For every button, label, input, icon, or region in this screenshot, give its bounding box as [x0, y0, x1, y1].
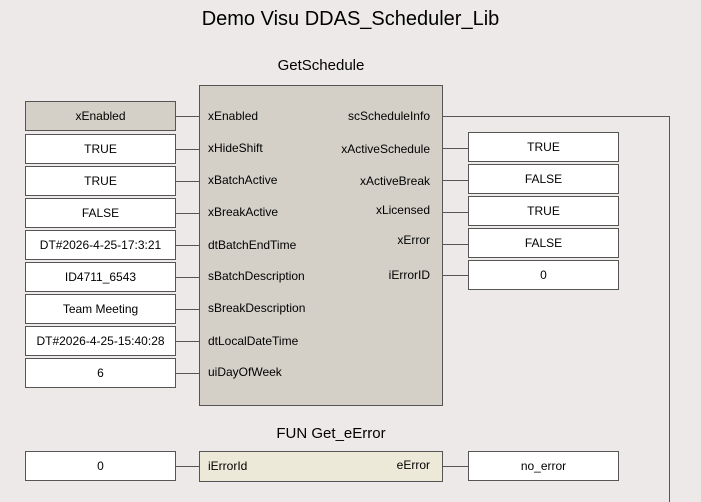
pin-xlicensed: xLicensed — [375, 203, 430, 217]
wire — [175, 309, 199, 310]
pin-xerror: xError — [397, 233, 430, 247]
wire — [175, 466, 199, 467]
wire — [443, 466, 469, 467]
xbreakactive-input[interactable]: FALSE — [25, 198, 176, 228]
wire — [443, 148, 469, 149]
wire-scheduleinfo — [443, 116, 670, 117]
wire — [175, 149, 199, 150]
page-title: Demo Visu DDAS_Scheduler_Lib — [201, 8, 500, 30]
wire — [175, 213, 199, 214]
sbreakdescription-input[interactable]: Team Meeting — [25, 294, 176, 324]
dtbatchendtime-input[interactable]: DT#2026-4-25-17:3:21 — [25, 230, 176, 260]
wire — [175, 245, 199, 246]
pin-xenabled: xEnabled — [208, 109, 259, 123]
eerror-output: no_error — [468, 451, 619, 481]
get-eerror-title: FUN Get_eError — [276, 425, 386, 442]
pin-sbreakdescription: sBreakDescription — [208, 301, 306, 315]
xhideshift-input[interactable]: TRUE — [25, 134, 176, 164]
wire — [443, 244, 469, 245]
xerror-output: FALSE — [468, 228, 619, 258]
pin-xactiveschedule: xActiveSchedule — [341, 142, 430, 156]
pin-dtbatchendtime: dtBatchEndTime — [208, 238, 297, 252]
xbatchactive-input[interactable]: TRUE — [25, 166, 176, 196]
wire — [175, 116, 199, 117]
wire — [443, 180, 469, 181]
ierrorid-output: 0 — [468, 260, 619, 290]
getschedule-block — [199, 85, 443, 406]
pin-xactivebreak: xActiveBreak — [359, 174, 430, 188]
wire — [443, 275, 469, 276]
ierrorid-input[interactable]: 0 — [25, 451, 176, 481]
wire — [175, 341, 199, 342]
wire — [175, 181, 199, 182]
sbatchdescription-input[interactable]: ID4711_6543 — [25, 262, 176, 292]
xactiveschedule-output: TRUE — [468, 132, 619, 162]
uidayofweek-input[interactable]: 6 — [25, 358, 176, 388]
pin-xhideshift: xHideShift — [208, 141, 263, 155]
xactivebreak-output: FALSE — [468, 164, 619, 194]
pin-ierrorid-in: iErrorId — [208, 459, 248, 473]
get-eerror-block — [199, 451, 443, 482]
pin-sbatchdescription: sBatchDescription — [208, 269, 305, 283]
wire-scheduleinfo-vertical — [669, 116, 670, 502]
pin-scscheduleinfo: scScheduleInfo — [347, 109, 430, 123]
dtlocaldatetime-input[interactable]: DT#2026-4-25-15:40:28 — [25, 326, 176, 356]
xenabled-toggle-button[interactable]: xEnabled — [25, 101, 176, 131]
getschedule-title: GetSchedule — [277, 57, 365, 74]
wire — [443, 212, 469, 213]
pin-uidayofweek: uiDayOfWeek — [208, 365, 282, 379]
xlicensed-output: TRUE — [468, 196, 619, 226]
pin-xbreakactive: xBreakActive — [208, 205, 279, 219]
wire — [175, 373, 199, 374]
pin-eerror: eError — [396, 458, 430, 472]
pin-ierrorid: iErrorID — [388, 268, 430, 282]
wire — [175, 277, 199, 278]
pin-dtlocaldatetime: dtLocalDateTime — [208, 334, 299, 348]
pin-xbatchactive: xBatchActive — [208, 173, 278, 187]
